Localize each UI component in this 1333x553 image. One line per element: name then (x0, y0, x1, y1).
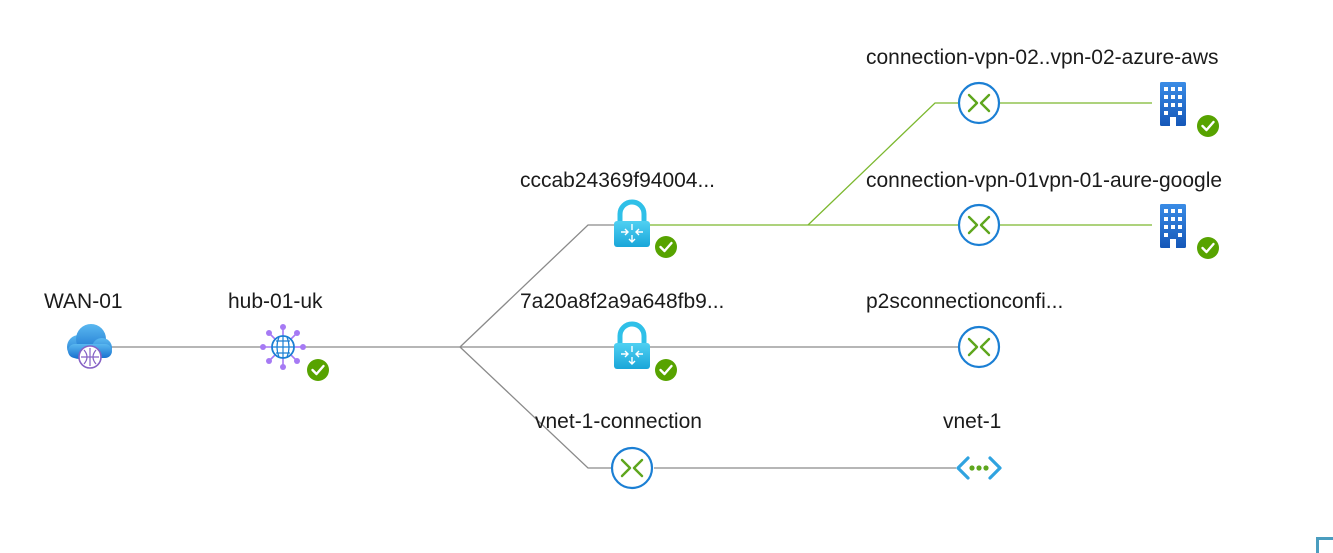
label-vnet-connection: vnet-1-connection (535, 410, 702, 433)
labels: WAN-01 hub-01-uk cccab24369f94004... 7a2… (44, 46, 1222, 433)
node-site-google[interactable] (1160, 204, 1219, 259)
connection-icon (957, 203, 1001, 247)
label-hub: hub-01-uk (228, 290, 323, 313)
hub-status-ok-icon (307, 359, 329, 381)
node-conn-vpn-02[interactable] (957, 81, 1001, 125)
node-vnet-connection[interactable] (610, 446, 654, 490)
corner-resize-handle[interactable] (1316, 537, 1333, 553)
vpn-gateway-status-ok-icon (655, 236, 677, 258)
node-p2s-config[interactable] (957, 325, 1001, 369)
virtual-hub-icon (260, 324, 306, 370)
node-site-aws[interactable] (1160, 82, 1219, 137)
connection-icon (957, 81, 1001, 125)
label-p2s-gateway: 7a20a8f2a9a648fb9... (520, 290, 724, 313)
vpn-gateway-lock-icon (614, 199, 650, 247)
label-wan: WAN-01 (44, 290, 123, 313)
p2s-gateway-status-ok-icon (655, 359, 677, 381)
label-p2s-config: p2sconnectionconfi... (866, 290, 1063, 313)
node-hub[interactable] (260, 324, 329, 381)
link-split-conn-vpn-02 (807, 102, 958, 226)
node-conn-vpn-01[interactable] (957, 203, 1001, 247)
virtual-wan-cloud-icon (67, 324, 112, 369)
connection-icon (610, 446, 654, 490)
virtual-network-icon (956, 456, 1002, 480)
label-conn-vpn-02: connection-vpn-02..vpn-02-azure-aws (866, 46, 1219, 69)
site-google-status-ok-icon (1197, 237, 1219, 259)
p2s-gateway-lock-icon (614, 321, 650, 369)
vpn-site-building-icon (1160, 82, 1186, 126)
vpn-site-building-icon (1160, 204, 1186, 248)
connection-icon (957, 325, 1001, 369)
label-vnet: vnet-1 (943, 410, 1001, 433)
node-p2s-gateway[interactable] (614, 321, 677, 381)
node-vnet[interactable] (956, 456, 1002, 480)
site-aws-status-ok-icon (1197, 115, 1219, 137)
label-vpn-gateway: cccab24369f94004... (520, 169, 715, 192)
label-conn-vpn-01: connection-vpn-01vpn-01-aure-google (866, 169, 1222, 192)
node-vpn-gateway[interactable] (614, 199, 677, 258)
link-junction-vnet-connection (459, 346, 612, 469)
node-wan[interactable] (67, 324, 112, 369)
links (110, 102, 1152, 469)
link-junction-vpn-gateway (459, 224, 614, 348)
